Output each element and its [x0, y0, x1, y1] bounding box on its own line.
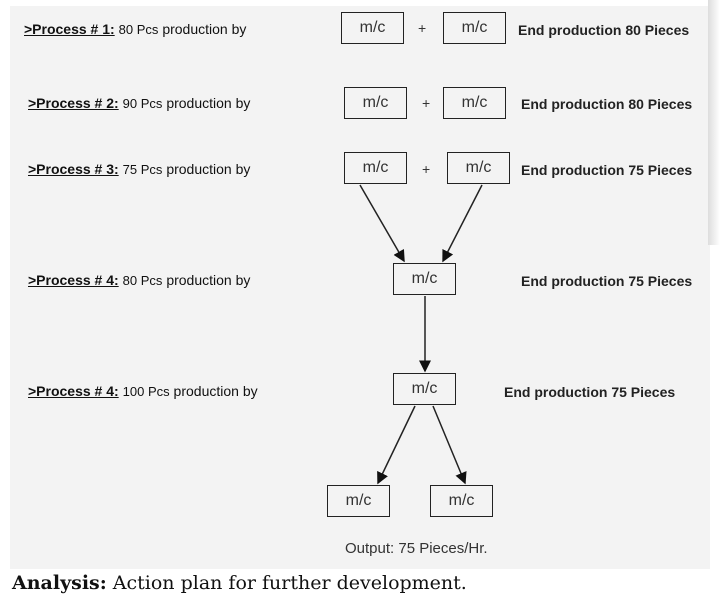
process-title: >Process # 4: — [28, 383, 119, 399]
process-qty: 80 Pcs — [122, 273, 163, 288]
machine-box: m/c — [393, 373, 456, 405]
process-by: production by — [166, 272, 251, 288]
process-qty: 100 Pcs — [122, 384, 170, 399]
process-title: >Process # 1: — [24, 21, 115, 37]
machine-box: m/c — [443, 87, 506, 119]
output-text: Output: 75 Pieces/Hr. — [345, 540, 488, 557]
arrow — [442, 184, 483, 263]
process-5-label: >Process # 4:100 Pcs production by — [28, 383, 258, 399]
machine-box: m/c — [327, 485, 390, 517]
end-production: End production 75 Pieces — [504, 384, 676, 400]
process-qty: 90 Pcs — [122, 96, 163, 111]
plus-sign: + — [418, 20, 427, 36]
process-qty: 80 Pcs — [118, 22, 159, 37]
process-by: production by — [173, 383, 258, 399]
machine-box: m/c — [393, 263, 456, 295]
end-production: End production 75 Pieces — [521, 273, 693, 289]
machine-box: m/c — [344, 152, 407, 184]
process-by: production by — [162, 21, 247, 37]
process-title: >Process # 4: — [28, 272, 119, 288]
process-1-label: >Process # 1:80 Pcs production by — [24, 21, 246, 37]
process-title: >Process # 2: — [28, 95, 119, 111]
plus-sign: + — [422, 95, 431, 111]
machine-box: m/c — [341, 12, 404, 44]
process-title: >Process # 3: — [28, 161, 119, 177]
arrow — [432, 405, 467, 485]
overlay-shadow — [708, 0, 720, 245]
analysis-text: Action plan for further development. — [106, 572, 467, 594]
process-qty: 75 Pcs — [122, 162, 163, 177]
diagram-panel — [10, 6, 710, 569]
arrow — [377, 405, 416, 485]
analysis-heading: Analysis: — [12, 572, 107, 594]
end-production: End production 75 Pieces — [521, 162, 693, 178]
process-2-label: >Process # 2:90 Pcs production by — [28, 95, 250, 111]
analysis-line: Analysis: Action plan for further develo… — [12, 572, 467, 594]
machine-box: m/c — [443, 12, 506, 44]
process-by: production by — [166, 95, 251, 111]
arrow — [359, 184, 405, 263]
process-by: production by — [166, 161, 251, 177]
machine-box: m/c — [430, 485, 493, 517]
end-production: End production 80 Pieces — [521, 96, 693, 112]
plus-sign: + — [422, 161, 431, 177]
end-production: End production 80 Pieces — [518, 22, 690, 38]
machine-box: m/c — [344, 87, 407, 119]
process-3-label: >Process # 3:75 Pcs production by — [28, 161, 250, 177]
machine-box: m/c — [447, 152, 510, 184]
process-4-label: >Process # 4:80 Pcs production by — [28, 272, 250, 288]
